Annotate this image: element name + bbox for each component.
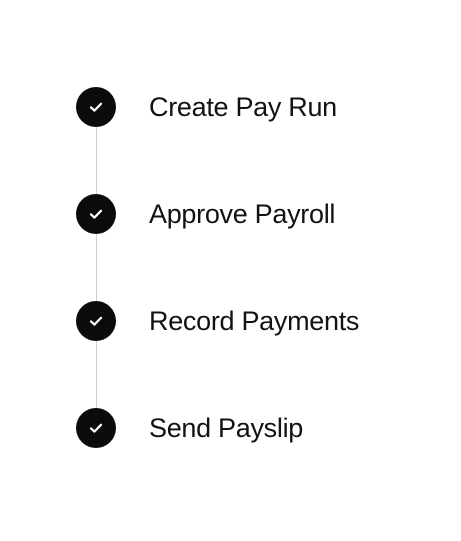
step-label: Approve Payroll	[149, 199, 336, 229]
checkmark-icon	[76, 408, 116, 448]
checkmark-icon	[76, 194, 116, 234]
checkmark-icon	[76, 87, 116, 127]
step-record-payments: Record Payments	[76, 301, 359, 341]
checkmark-icon	[76, 301, 116, 341]
step-connector	[96, 127, 97, 197]
step-label: Send Payslip	[149, 413, 303, 443]
step-connector	[96, 234, 97, 304]
step-approve-payroll: Approve Payroll	[76, 194, 335, 234]
step-create-pay-run: Create Pay Run	[76, 87, 337, 127]
step-send-payslip: Send Payslip	[76, 408, 303, 448]
step-label: Create Pay Run	[149, 92, 337, 122]
step-label: Record Payments	[149, 306, 360, 336]
step-connector	[96, 341, 97, 411]
